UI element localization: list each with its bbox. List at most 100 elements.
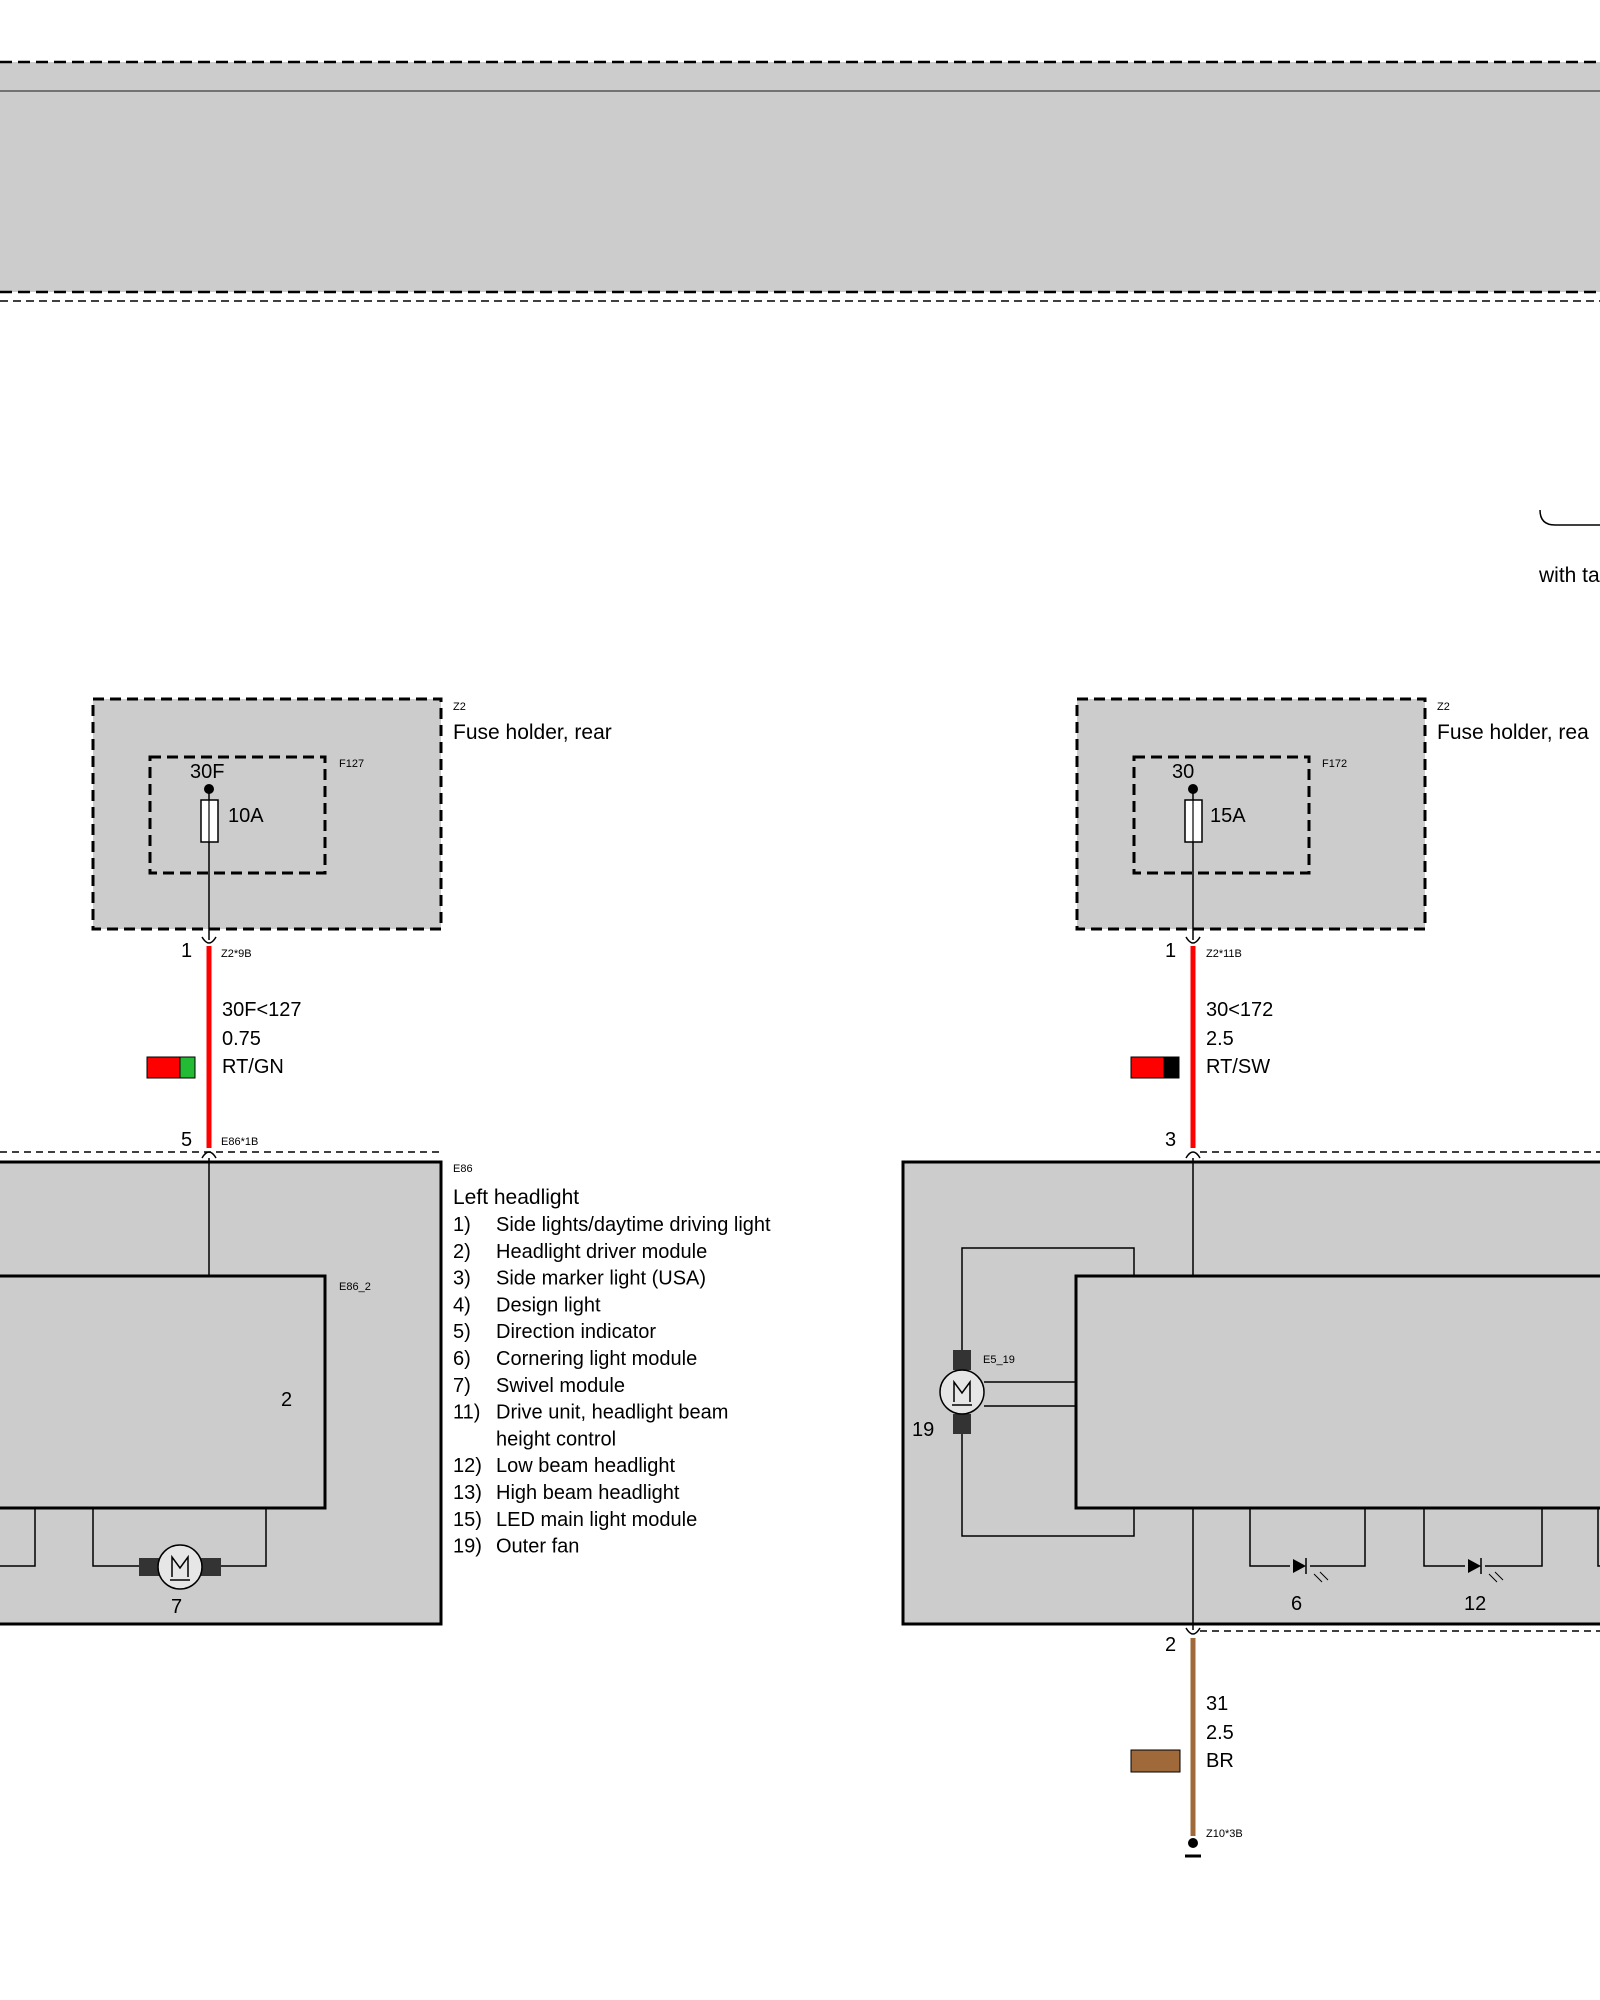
legend-item-text: Outer fan — [496, 1536, 579, 1558]
legend-item-text: High beam headlight — [496, 1482, 680, 1504]
legend-item-text: Low beam headlight — [496, 1455, 675, 1477]
legend-item-number: 4) — [453, 1294, 471, 1316]
bracket-shape — [1539, 509, 1600, 526]
low-beam-led-icon — [1468, 1559, 1481, 1573]
fuse-right-code: F172 — [1322, 758, 1347, 770]
ground-wire-top-terminal — [1185, 1627, 1201, 1635]
wire-left-pin-bottom: 5 — [181, 1129, 192, 1151]
driver-module-box — [0, 1274, 327, 1510]
fan-number: 19 — [912, 1419, 934, 1441]
wire-right-connector-top: Z2*11B — [1206, 948, 1242, 960]
headlight-right-block: E5_19 19 6 12 — [901, 1151, 1600, 1630]
ground-size: 2.5 — [1206, 1722, 1234, 1744]
fuse-right-terminal: 30 — [1172, 761, 1194, 783]
fuse-holder-left-box — [91, 697, 443, 931]
wire-left-signal: 30F<127 — [222, 999, 302, 1021]
wire-right-color-swatch-stripe — [1163, 1056, 1180, 1079]
wire-right-pin-top: 1 — [1165, 940, 1176, 962]
fuse-f127-box — [148, 755, 327, 875]
legend-item-number: 13) — [453, 1482, 482, 1504]
legend-item-text: Swivel module — [496, 1375, 625, 1397]
headlight-left-block: E86_2 2 7 — [0, 1151, 443, 1626]
legend-item-text: Side marker light (USA) — [496, 1268, 706, 1290]
wire-left-color-swatch-stripe — [179, 1056, 196, 1079]
headlight-legend: E86 Left headlight 1) Side lights/daytime… — [453, 1163, 771, 1558]
ground-color-swatch — [1130, 1749, 1181, 1773]
wire-left-connector-bottom: E86*1B — [221, 1136, 258, 1148]
legend-item-number: 1) — [453, 1214, 471, 1236]
fuse-left-code: F127 — [339, 758, 364, 770]
headlight-title: Left headlight — [453, 1186, 579, 1209]
legend-item-text: height control — [496, 1428, 616, 1450]
ground-wire: 2 31 2.5 BR Z10*3B — [1130, 1627, 1600, 1858]
ground-signal: 31 — [1206, 1693, 1228, 1715]
swivel-motor-brush-right — [201, 1558, 221, 1576]
fuse-holder-left-name: Fuse holder, rear — [453, 721, 612, 744]
legend-item-text: LED main light module — [496, 1509, 697, 1531]
fuse-left-rating: 10A — [228, 805, 264, 827]
ground-point-dot — [1188, 1838, 1198, 1848]
legend-rows: 1) Side lights/daytime driving light 2) Hea… — [453, 1214, 771, 1558]
legend-item-number: 11) — [453, 1402, 480, 1424]
top-right-bracket: with ta — [1538, 509, 1600, 587]
wire-right-top-terminal — [1185, 936, 1201, 944]
fuse-holder-right: Z2 Fuse holder, rea F172 30 15A — [1075, 697, 1589, 940]
wire-left-bottom-terminal — [201, 1151, 217, 1159]
swivel-motor-brush-left — [139, 1558, 159, 1576]
top-banner-fill — [0, 62, 1600, 292]
legend-item-number: 3) — [453, 1268, 471, 1290]
wire-right-signal: 30<172 — [1206, 999, 1273, 1021]
fuse-holder-right-name: Fuse holder, rea — [1437, 721, 1589, 744]
legend-item-number: 7) — [453, 1375, 471, 1397]
legend-item-number: 12) — [453, 1455, 482, 1477]
ground-color-code: BR — [1206, 1750, 1234, 1772]
fuse-holder-left-code: Z2 — [453, 701, 466, 713]
fuse-right-rating: 15A — [1210, 805, 1246, 827]
headlight-code: E86 — [453, 1163, 473, 1175]
low-beam-number: 12 — [1464, 1593, 1486, 1615]
wire-left: 1 Z2*9B 30F<127 0.75 RT/GN 5 E86*1B — [146, 936, 302, 1159]
ground-connector: Z10*3B — [1206, 1828, 1243, 1840]
legend-item-text: Side lights/daytime driving light — [496, 1214, 771, 1236]
ground-pin: 2 — [1165, 1634, 1176, 1656]
fuse-holder-right-box — [1075, 697, 1427, 931]
fuse-holder-left: Z2 Fuse holder, rear F127 30F 10A — [91, 697, 612, 940]
fuse-left-terminal: 30F — [190, 761, 224, 783]
fan-code: E5_19 — [983, 1354, 1015, 1366]
fuse-holder-right-code: Z2 — [1437, 701, 1450, 713]
legend-item-number: 2) — [453, 1241, 471, 1263]
wire-left-color-code: RT/GN — [222, 1056, 284, 1078]
legend-item-number: 5) — [453, 1321, 471, 1343]
wire-left-size: 0.75 — [222, 1028, 261, 1050]
top-right-label: with ta — [1538, 564, 1600, 587]
legend-item-number: 6) — [453, 1348, 471, 1370]
driver-module-number: 2 — [281, 1389, 292, 1411]
fan-motor-brush-bottom — [953, 1414, 971, 1434]
legend-item-text: Headlight driver module — [496, 1241, 707, 1263]
legend-item-text: Direction indicator — [496, 1321, 656, 1343]
wire-right-size: 2.5 — [1206, 1028, 1234, 1050]
legend-item-number: 19) — [453, 1536, 482, 1558]
legend-item-text: Cornering light module — [496, 1348, 697, 1370]
cornering-number: 6 — [1291, 1593, 1302, 1615]
legend-item-text: Drive unit, headlight beam — [496, 1402, 728, 1424]
fuse-f172-box — [1132, 755, 1311, 875]
top-banner — [0, 60, 1600, 302]
legend-item-number: 15) — [453, 1509, 482, 1531]
cornering-led-icon — [1293, 1559, 1306, 1573]
driver-module-code: E86_2 — [339, 1281, 371, 1293]
swivel-motor-number: 7 — [171, 1596, 182, 1618]
legend-item-text: Design light — [496, 1294, 601, 1316]
wire-right-bottom-terminal — [1185, 1151, 1201, 1159]
wire-right-color-code: RT/SW — [1206, 1056, 1270, 1078]
wire-left-pin-top: 1 — [181, 940, 192, 962]
wire-left-top-terminal — [201, 936, 217, 944]
wire-left-connector-top: Z2*9B — [221, 948, 252, 960]
wire-left-color-swatch-main — [146, 1056, 181, 1079]
wire-right: 1 Z2*11B 30<172 2.5 RT/SW 3 — [1130, 936, 1273, 1159]
wire-right-color-swatch-main — [1130, 1056, 1165, 1079]
wire-right-pin-bottom: 3 — [1165, 1129, 1176, 1151]
right-module-box — [1074, 1274, 1600, 1510]
fan-motor-brush-top — [953, 1350, 971, 1370]
